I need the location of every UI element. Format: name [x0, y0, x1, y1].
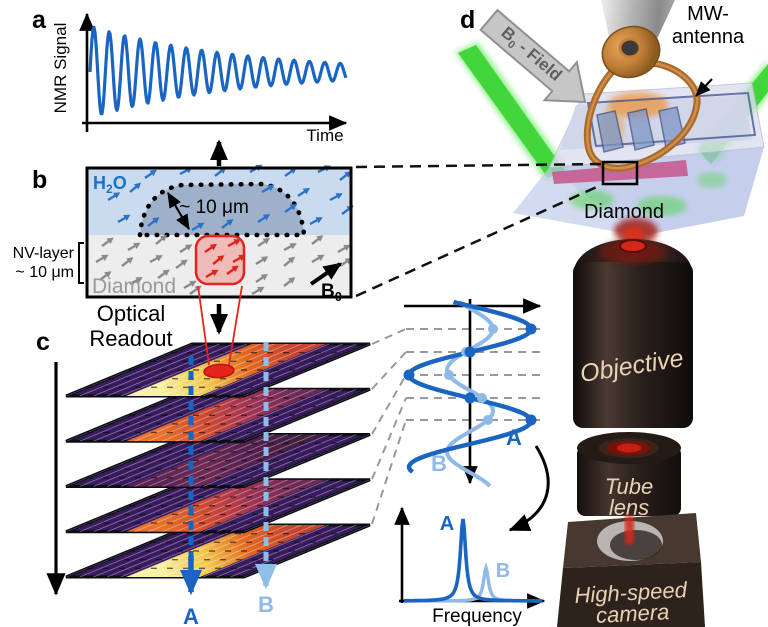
optical-readout-label1: Optical: [97, 301, 165, 326]
panel-b: b ~ 10 μm H2O Diamond B0 NV-layer ~ 10 μ…: [13, 160, 357, 335]
nv-layer-stripe: [552, 160, 688, 184]
panel-b-letter: b: [32, 166, 47, 194]
readout-layer-stack: [65, 342, 371, 579]
tube-lens: Tube lens: [577, 432, 681, 520]
chip-bar-1: [596, 110, 624, 153]
dot-a-1: [525, 323, 537, 335]
dot-b-4: [477, 393, 487, 403]
b0-arrow: [309, 262, 342, 286]
chip-annotation-arrow: [695, 78, 713, 97]
droplet-size-label: ~ 10 μm: [179, 197, 249, 218]
readout-layer-4: [65, 478, 371, 534]
water-label: H2O: [93, 173, 127, 196]
diamond-substrate-label: Diamond: [92, 275, 176, 298]
b0-field-arrow-shape: [479, 8, 587, 104]
tube-lens-label1: Tube: [605, 474, 654, 499]
panel-c: c Optical Readout A B: [36, 285, 550, 627]
camera-aperture-shadow: [610, 530, 662, 560]
water-region: [87, 168, 351, 235]
dot-a-3: [403, 369, 415, 381]
field-of-view-box: [601, 160, 639, 186]
fid-curve: [88, 25, 348, 116]
nmr-ylabel: NMR Signal: [51, 23, 70, 114]
fourier-arrow: [508, 445, 550, 532]
spectrum-plot: A B Frequency: [394, 506, 546, 627]
droplet-dimension-arrow: [167, 192, 190, 230]
readout-layer-3: [65, 433, 371, 488]
oscillation-b-label: B: [431, 451, 447, 476]
oscillation-sample-dots: [403, 323, 537, 426]
camera-front-face: [557, 562, 705, 627]
panel-b-frame: [85, 166, 353, 299]
camera-label1: High-speed: [574, 577, 688, 608]
prism-green-reflection-3: [697, 172, 727, 188]
tube-lens-red-core: [617, 443, 641, 453]
dot-b-1: [488, 324, 498, 334]
laser-beam-left: [458, 45, 565, 178]
panel-d: d B0 - Field: [355, 0, 768, 627]
dot-b-3: [444, 370, 454, 380]
optical-readout-label2: Readout: [89, 326, 172, 351]
spectrum-xlabel: Frequency: [432, 606, 522, 627]
nv-layer-label1: NV-layer: [13, 245, 75, 262]
b0-field-label: B0 - Field: [496, 23, 566, 87]
layer-connector-lines: [371, 328, 544, 525]
diamond-label-3d: Diamond: [584, 201, 664, 223]
dot-b-5: [483, 415, 493, 425]
panel-c-letter: c: [36, 328, 50, 356]
zoom-line-top: [355, 162, 602, 169]
high-speed-camera: High-speed camera: [557, 513, 705, 627]
oscillation-a-label: A: [506, 425, 522, 450]
objective: Objective: [573, 239, 693, 428]
trace-b-label: B: [258, 592, 274, 617]
red-projection-line-right: [228, 285, 243, 366]
antenna-disc-core: [618, 37, 642, 59]
red-projection-line-left: [197, 285, 210, 366]
trace-a-label: A: [183, 604, 199, 627]
spectrum-a-label: A: [440, 513, 454, 535]
mw-loop-highlight: [586, 60, 699, 170]
spectrum-b-label: B: [496, 560, 510, 582]
chip-bar-2: [627, 108, 655, 151]
nv-layer-bracket: [78, 242, 84, 284]
prism-green-reflection-2: [637, 196, 687, 216]
panel-a-letter: a: [32, 6, 47, 34]
objective-front-lens: [619, 239, 647, 253]
dot-a-5: [525, 414, 537, 426]
prism-green-reflection-1: [570, 190, 614, 210]
diamond-region: [87, 235, 351, 297]
panel-a: a NMR Signal Time: [32, 6, 348, 166]
panel-d-letter: d: [460, 6, 475, 34]
camera-beam: [625, 516, 634, 544]
fluorescence-core: [624, 227, 644, 241]
spectrum-peak-a: [404, 518, 542, 603]
dot-a-4: [464, 392, 476, 404]
tube-lens-label2: lens: [609, 495, 649, 520]
nmr-xlabel: Time: [306, 126, 343, 145]
excitation-spot: [203, 363, 235, 379]
depth-oscillation-plot: A B: [403, 298, 542, 488]
objective-body: [573, 262, 693, 428]
readout-layer-2: [65, 387, 371, 443]
camera-label2: camera: [595, 599, 670, 627]
mw-antenna-label1: MW-: [687, 3, 729, 25]
mw-antenna-label2: antenna: [672, 26, 745, 48]
nv-layer-label2: ~ 10 μm: [15, 264, 74, 281]
dot-a-2: [464, 346, 476, 358]
tube-lens-body: [577, 446, 681, 516]
zoom-line-bottom: [355, 183, 602, 298]
